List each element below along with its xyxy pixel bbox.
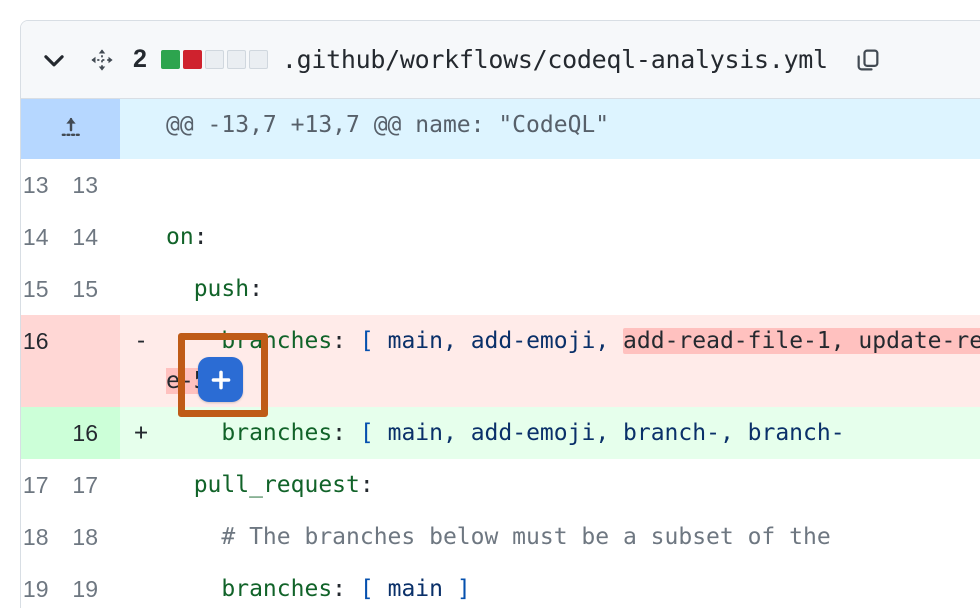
hunk-marker (120, 99, 162, 159)
old-line-number[interactable]: 18 (21, 511, 71, 563)
code-line[interactable]: push: (162, 263, 980, 315)
new-line-number[interactable]: 17 (70, 459, 120, 511)
yaml-key: branches (221, 420, 333, 446)
yaml-key: on (166, 224, 194, 250)
new-line-number[interactable]: 14 (70, 211, 120, 263)
code-line[interactable]: branches: [ main, add-emoji, branch-, br… (162, 407, 980, 459)
plus-icon (211, 370, 230, 389)
old-line-number[interactable]: 17 (21, 459, 71, 511)
diffstat-block-neutral (248, 50, 268, 69)
hunk-expand-up-row[interactable]: @@ -13,7 +13,7 @@ name: "CodeQL" (21, 99, 980, 159)
move-icon[interactable] (85, 43, 119, 77)
yaml-colon: : (359, 472, 374, 498)
file-header: 2 .github/workflows/codeql-analysis.yml (21, 21, 980, 99)
file-path[interactable]: .github/workflows/codeql-analysis.yml (281, 45, 828, 74)
diff-row-deletion: 16 - branches: [ main, add-emoji, add-re… (21, 315, 980, 407)
old-line-number[interactable]: 14 (21, 211, 71, 263)
diffstat-block-deletion (182, 50, 202, 69)
diffstat-block-addition (160, 50, 180, 69)
yaml-colon: : (332, 576, 347, 602)
diff-row-context: 18 18 # The branches below must be a sub… (21, 511, 980, 563)
diffstat-block-neutral (226, 50, 246, 69)
new-line-number[interactable] (70, 315, 120, 407)
branch-value: main (387, 576, 443, 602)
yaml-colon: : (332, 328, 347, 354)
new-line-number[interactable]: 19 (70, 563, 120, 608)
bracket-open: [ (359, 420, 374, 446)
diff-row-addition: 16 + branches: [ main, add-emoji, branch… (21, 407, 980, 459)
yaml-comment: # The branches below must be a subset of… (221, 524, 831, 550)
branch-value: main, add-emoji, (387, 328, 610, 354)
code-line[interactable]: branches: [ main, add-emoji, add-read-fi… (162, 315, 980, 407)
yaml-key: branches (221, 328, 333, 354)
bracket-open: [ (359, 576, 374, 602)
new-line-number[interactable]: 15 (70, 263, 120, 315)
hunk-header-text: @@ -13,7 +13,7 @@ name: "CodeQL" (162, 99, 980, 159)
line-marker (120, 159, 162, 211)
expand-up-button[interactable] (21, 99, 120, 159)
code-line[interactable]: branches: [ main ] (162, 563, 980, 608)
copy-path-icon[interactable] (850, 42, 886, 78)
diffstat-block-neutral (204, 50, 224, 69)
yaml-colon: : (193, 224, 208, 250)
yaml-key: branches (221, 576, 333, 602)
bracket-open: [ (359, 328, 374, 354)
code-line[interactable]: # The branches below must be a subset of… (162, 511, 980, 563)
old-line-number[interactable] (21, 407, 71, 459)
line-marker: + (120, 407, 162, 459)
line-marker (120, 459, 162, 511)
diffstat (160, 50, 268, 69)
code-line[interactable]: pull_request: (162, 459, 980, 511)
branch-value: main, add-emoji, branch-, branch- (387, 420, 845, 446)
line-marker (120, 211, 162, 263)
yaml-colon: : (249, 276, 263, 302)
line-marker (120, 563, 162, 608)
old-line-number[interactable]: 15 (21, 263, 71, 315)
yaml-key: pull_request (193, 472, 360, 498)
diff-row-context: 15 15 push: (21, 263, 980, 315)
new-line-number[interactable]: 16 (70, 407, 120, 459)
yaml-colon: : (332, 420, 347, 446)
old-line-number[interactable]: 16 (21, 315, 71, 407)
new-line-number[interactable]: 18 (70, 511, 120, 563)
expand-up-icon[interactable] (21, 105, 120, 153)
code-line[interactable] (162, 159, 980, 211)
bracket-close: ] (456, 576, 471, 602)
diff-row-context: 14 14 on: (21, 211, 980, 263)
old-line-number[interactable]: 19 (21, 563, 71, 608)
diff-row-context: 19 19 branches: [ main ] (21, 563, 980, 608)
add-comment-button[interactable] (198, 357, 243, 402)
new-line-number[interactable]: 13 (70, 159, 120, 211)
diff-row-context: 17 17 pull_request: (21, 459, 980, 511)
old-line-number[interactable]: 13 (21, 159, 71, 211)
code-line[interactable]: on: (162, 211, 980, 263)
line-marker (120, 511, 162, 563)
chevron-down-icon[interactable] (37, 43, 71, 77)
line-marker: - (120, 315, 162, 407)
line-marker (120, 263, 162, 315)
diff-row-context: 13 13 (21, 159, 980, 211)
file-diff-card: 2 .github/workflows/codeql-analysis.yml (20, 20, 980, 608)
yaml-key: push (193, 276, 250, 302)
change-count: 2 (133, 45, 147, 73)
diff-table: @@ -13,7 +13,7 @@ name: "CodeQL" 13 13 1… (21, 99, 980, 608)
